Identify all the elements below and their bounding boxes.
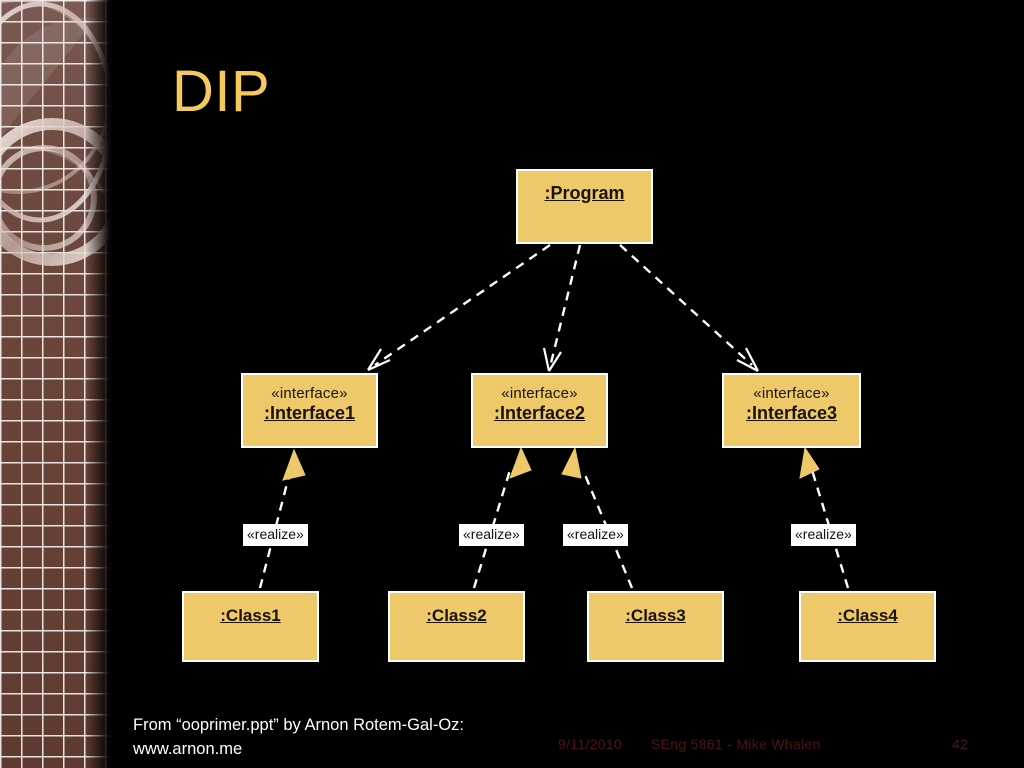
uml-node-interface2[interactable]: «interface» :Interface2 — [471, 373, 608, 448]
edge-label-realize-1: «realize» — [243, 524, 308, 546]
uml-node-class3[interactable]: :Class3 — [587, 591, 724, 662]
edge-label-realize-2: «realize» — [459, 524, 524, 546]
uml-node-program-name: :Program — [544, 183, 625, 203]
uml-node-class1[interactable]: :Class1 — [182, 591, 319, 662]
footer-course: SEng 5861 - Mike Whalen — [651, 736, 821, 752]
edge-label-realize-4: «realize» — [791, 524, 856, 546]
uml-node-class4-name: :Class4 — [837, 606, 898, 625]
band-edge-fade — [86, 0, 112, 768]
edge-class3-interface2 — [561, 446, 634, 589]
uml-node-class1-name: :Class1 — [220, 606, 281, 625]
page-title: DIP — [172, 59, 271, 124]
uml-node-interface1-stereotype: «interface» — [271, 385, 348, 402]
source-attribution-line1: From “ooprimer.ppt” by Arnon Rotem-Gal-O… — [133, 716, 465, 734]
edge-class1-interface1 — [258, 448, 306, 589]
uml-node-interface3-name: :Interface3 — [745, 402, 838, 423]
source-attribution-line2: www.arnon.me — [133, 739, 243, 758]
footer-page-number: 42 — [952, 736, 969, 752]
source-attribution: From “ooprimer.ppt” by Arnon Rotem-Gal-O… — [133, 714, 563, 762]
edge-program-interface3 — [619, 244, 759, 372]
edge-program-interface2 — [542, 244, 582, 372]
edge-class2-interface2 — [472, 446, 532, 589]
uml-node-interface2-stereotype: «interface» — [501, 385, 578, 402]
uml-node-interface3[interactable]: «interface» :Interface3 — [722, 373, 861, 448]
uml-node-class2-name: :Class2 — [426, 606, 487, 625]
uml-node-interface3-stereotype: «interface» — [753, 385, 830, 402]
uml-node-class3-name: :Class3 — [625, 606, 686, 625]
uml-node-interface1[interactable]: «interface» :Interface1 — [241, 373, 378, 448]
edge-label-realize-3: «realize» — [563, 524, 628, 546]
decorative-grid-band — [0, 0, 112, 768]
uml-node-class4[interactable]: :Class4 — [799, 591, 936, 662]
uml-node-class2[interactable]: :Class2 — [388, 591, 525, 662]
edge-class4-interface3 — [799, 446, 850, 589]
uml-node-program[interactable]: :Program — [516, 169, 653, 244]
footer-date: 9/11/2010 — [558, 736, 622, 752]
uml-node-interface1-name: :Interface1 — [263, 402, 356, 423]
edge-program-interface1 — [367, 244, 551, 372]
uml-node-interface2-name: :Interface2 — [493, 402, 586, 423]
